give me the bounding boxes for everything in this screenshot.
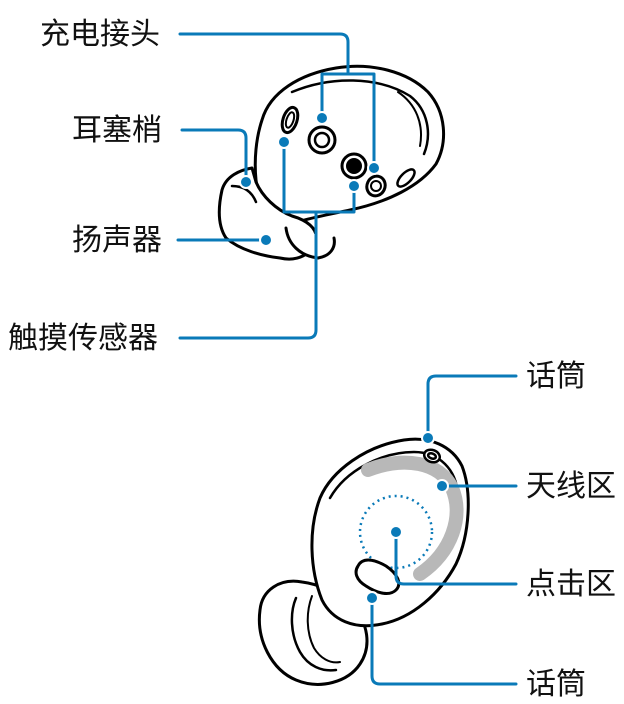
dot-charging-pill bbox=[367, 161, 381, 175]
callout-microphone-top bbox=[426, 374, 518, 438]
label-touch-sensor: 触摸传感器 bbox=[8, 321, 158, 356]
callout-lines bbox=[176, 32, 518, 686]
earbud-outer-contour bbox=[328, 450, 460, 500]
label-microphone-bottom: 话筒 bbox=[526, 667, 586, 702]
label-wing-tip: 耳塞梢 bbox=[72, 113, 162, 148]
label-charging-contacts: 充电接头 bbox=[40, 17, 160, 52]
microphone-bottom-slot bbox=[354, 558, 401, 595]
label-microphone-top: 话筒 bbox=[526, 359, 586, 394]
callout-dots bbox=[239, 111, 449, 605]
callout-charging-contacts bbox=[178, 32, 376, 170]
dot-microphone-top bbox=[421, 431, 435, 445]
earbud-inner-view bbox=[217, 64, 446, 261]
callout-touch-sensor bbox=[178, 140, 356, 340]
dot-touchpad bbox=[389, 525, 403, 539]
dot-touch-sensor-2 bbox=[347, 179, 361, 193]
earbud-eartip-rim bbox=[290, 596, 338, 672]
dot-wing-tip bbox=[239, 175, 253, 189]
microphone-top-hole bbox=[422, 448, 442, 464]
callout-microphone-bottom bbox=[370, 598, 518, 686]
callout-touchpad bbox=[394, 530, 518, 586]
earbud-inner-ridge-2 bbox=[397, 91, 422, 147]
label-touchpad: 点击区 bbox=[526, 567, 616, 602]
vent-slot bbox=[396, 168, 416, 188]
earbud-inner-ridge bbox=[290, 79, 430, 156]
dot-charging-ring bbox=[315, 111, 329, 125]
dot-touch-sensor-1 bbox=[277, 135, 291, 149]
touchpad-zone bbox=[358, 494, 434, 570]
dot-speaker bbox=[259, 233, 273, 247]
dot-microphone-bottom bbox=[365, 591, 379, 605]
earbud-wing-tip-edge bbox=[230, 184, 258, 204]
antenna-arc bbox=[361, 455, 464, 581]
label-antenna-area: 天线区 bbox=[526, 469, 616, 504]
label-speaker: 扬声器 bbox=[72, 223, 162, 258]
earbud-nozzle bbox=[284, 226, 336, 260]
dot-antenna bbox=[435, 479, 449, 493]
callout-wing-tip bbox=[180, 128, 248, 182]
